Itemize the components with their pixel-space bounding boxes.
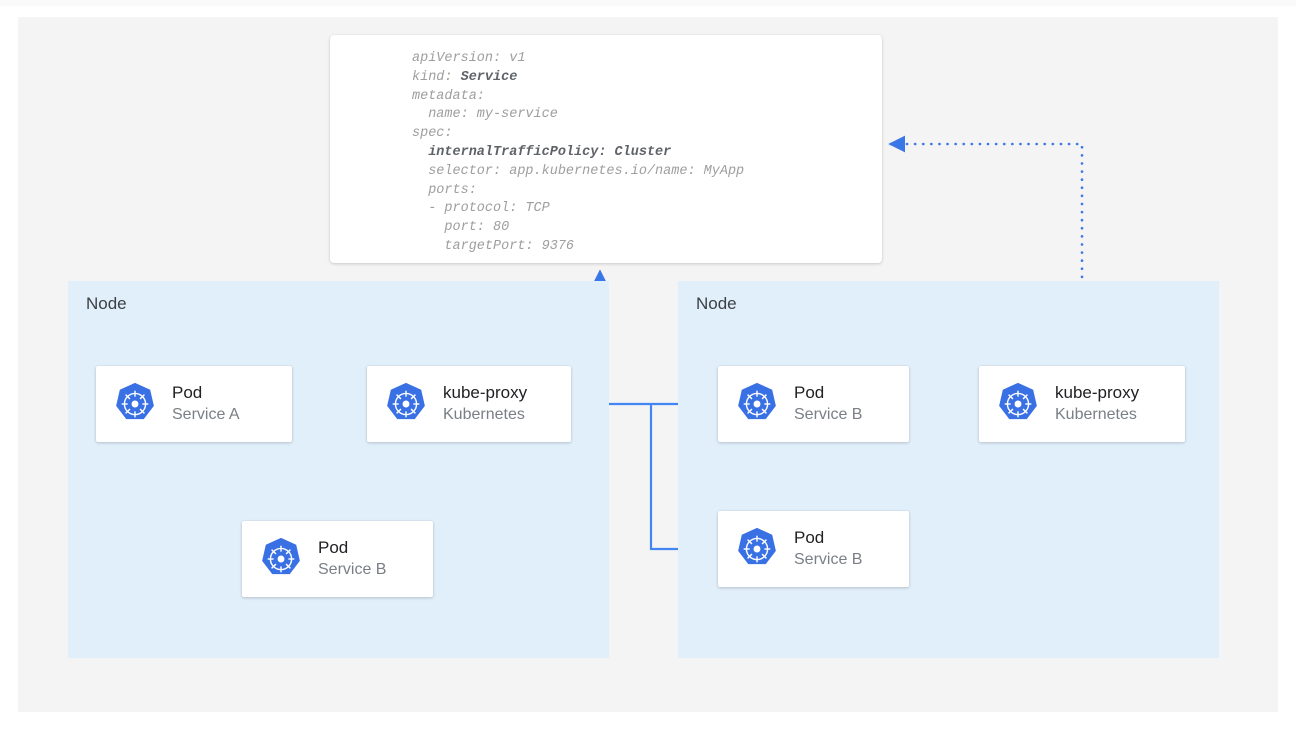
pod-box-service-a[interactable]: Pod Service A	[96, 366, 292, 442]
pod-box-text: Pod Service B	[318, 538, 386, 579]
kube-proxy-title: kube-proxy	[443, 383, 528, 403]
service-manifest-code: apiVersion: v1 kind: Service metadata: n…	[412, 50, 744, 257]
yaml-line-spec: spec:	[412, 126, 453, 142]
pod-subtitle: Service B	[794, 406, 863, 424]
pod-title: Pod	[794, 528, 825, 548]
kubernetes-icon	[112, 381, 158, 427]
pod-box-service-b-left-node[interactable]: Pod Service B	[242, 521, 433, 597]
pod-box-text: Pod Service B	[794, 528, 862, 569]
kube-proxy-subtitle: Kubernetes	[443, 406, 525, 424]
pod-subtitle: Service B	[794, 551, 863, 569]
kubernetes-icon	[258, 536, 304, 582]
pod-title: Pod	[318, 538, 349, 558]
yaml-line-targetport: targetPort: 9376	[444, 238, 575, 254]
kube-proxy-subtitle: Kubernetes	[1055, 406, 1137, 424]
yaml-line-ports: ports:	[428, 182, 477, 198]
pod-subtitle: Service A	[172, 406, 240, 424]
pod-title: Pod	[794, 383, 825, 403]
yaml-line-kind-value: Service	[460, 69, 518, 85]
kubernetes-icon	[995, 381, 1041, 427]
yaml-line-metadata: metadata:	[412, 88, 485, 104]
yaml-line-name: name: my-service	[428, 107, 558, 123]
node-panel-right: Node	[678, 281, 1219, 658]
pod-subtitle: Service B	[318, 561, 387, 579]
pod-box-service-b-right-node-bottom[interactable]: Pod Service B	[718, 511, 909, 587]
yaml-line-internal-traffic-policy: internalTrafficPolicy: Cluster	[428, 144, 672, 160]
node-label-left: Node	[86, 294, 127, 313]
node-label-right: Node	[696, 294, 737, 313]
kube-proxy-box-text: kube-proxy Kubernetes	[1055, 383, 1139, 424]
kubernetes-icon	[734, 381, 780, 427]
node-panel-left: Node	[68, 281, 609, 658]
kube-proxy-box-left[interactable]: kube-proxy Kubernetes	[367, 366, 571, 442]
kube-proxy-box-text: kube-proxy Kubernetes	[443, 383, 527, 424]
kubernetes-icon	[734, 526, 780, 572]
pod-box-service-b-right-node-top[interactable]: Pod Service B	[718, 366, 909, 442]
pod-title: Pod	[172, 383, 203, 403]
kubernetes-icon	[383, 381, 429, 427]
pod-box-text: Pod Service A	[172, 383, 240, 424]
yaml-line-port: port: 80	[444, 220, 510, 236]
pod-box-text: Pod Service B	[794, 383, 862, 424]
kube-proxy-box-right[interactable]: kube-proxy Kubernetes	[979, 366, 1185, 442]
yaml-line-selector: selector: app.kubernetes.io/name: MyApp	[428, 163, 745, 179]
top-strip	[0, 0, 1296, 6]
kube-proxy-title: kube-proxy	[1055, 383, 1140, 403]
yaml-line-protocol: - protocol: TCP	[428, 201, 550, 217]
yaml-line-kind-key: kind:	[412, 69, 461, 85]
service-manifest-card: apiVersion: v1 kind: Service metadata: n…	[330, 35, 882, 263]
yaml-line-apiversion: apiVersion: v1	[412, 51, 526, 66]
